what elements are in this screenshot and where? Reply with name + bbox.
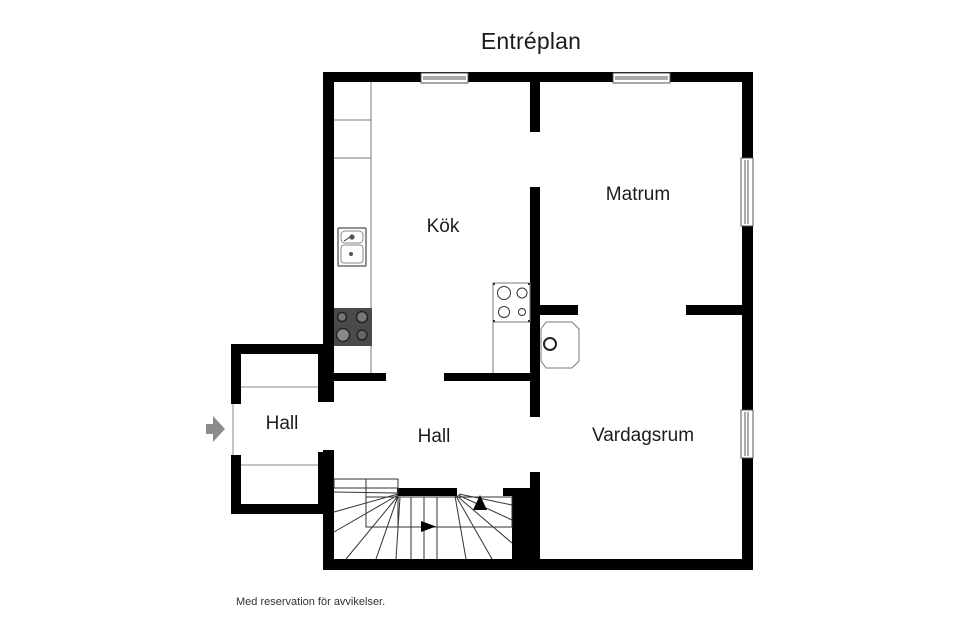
- windows: [420, 72, 754, 459]
- window-kitchen-top: [420, 72, 469, 84]
- room-label-vardagsrum: Vardagsrum: [591, 425, 695, 446]
- floor-plan-title: Entréplan: [480, 28, 582, 54]
- window-matrum-right: [740, 157, 754, 227]
- cooktop-dark-icon: [334, 308, 372, 346]
- fireplace-icon: [540, 321, 580, 369]
- room-label-kok: Kök: [426, 216, 460, 237]
- exterior-walls: [231, 72, 753, 570]
- room-label-matrum: Matrum: [605, 184, 671, 205]
- entry-vestibule-details: [232, 386, 318, 466]
- cooktop-outline-icon: [492, 282, 531, 323]
- entrance-arrow-icon: [206, 416, 225, 442]
- room-label-hall-main: Hall: [417, 426, 451, 447]
- window-matrum-top: [612, 72, 671, 84]
- room-label-hall-entry: Hall: [265, 413, 299, 434]
- kitchen-sink-icon: [337, 227, 367, 267]
- interior-walls: [334, 82, 746, 562]
- window-vardagsrum-right: [740, 409, 754, 459]
- staircase-icon: [333, 478, 513, 560]
- stair-direction-arrows: [421, 495, 487, 532]
- disclaimer-text: Med reservation för avvikelser.: [236, 596, 386, 608]
